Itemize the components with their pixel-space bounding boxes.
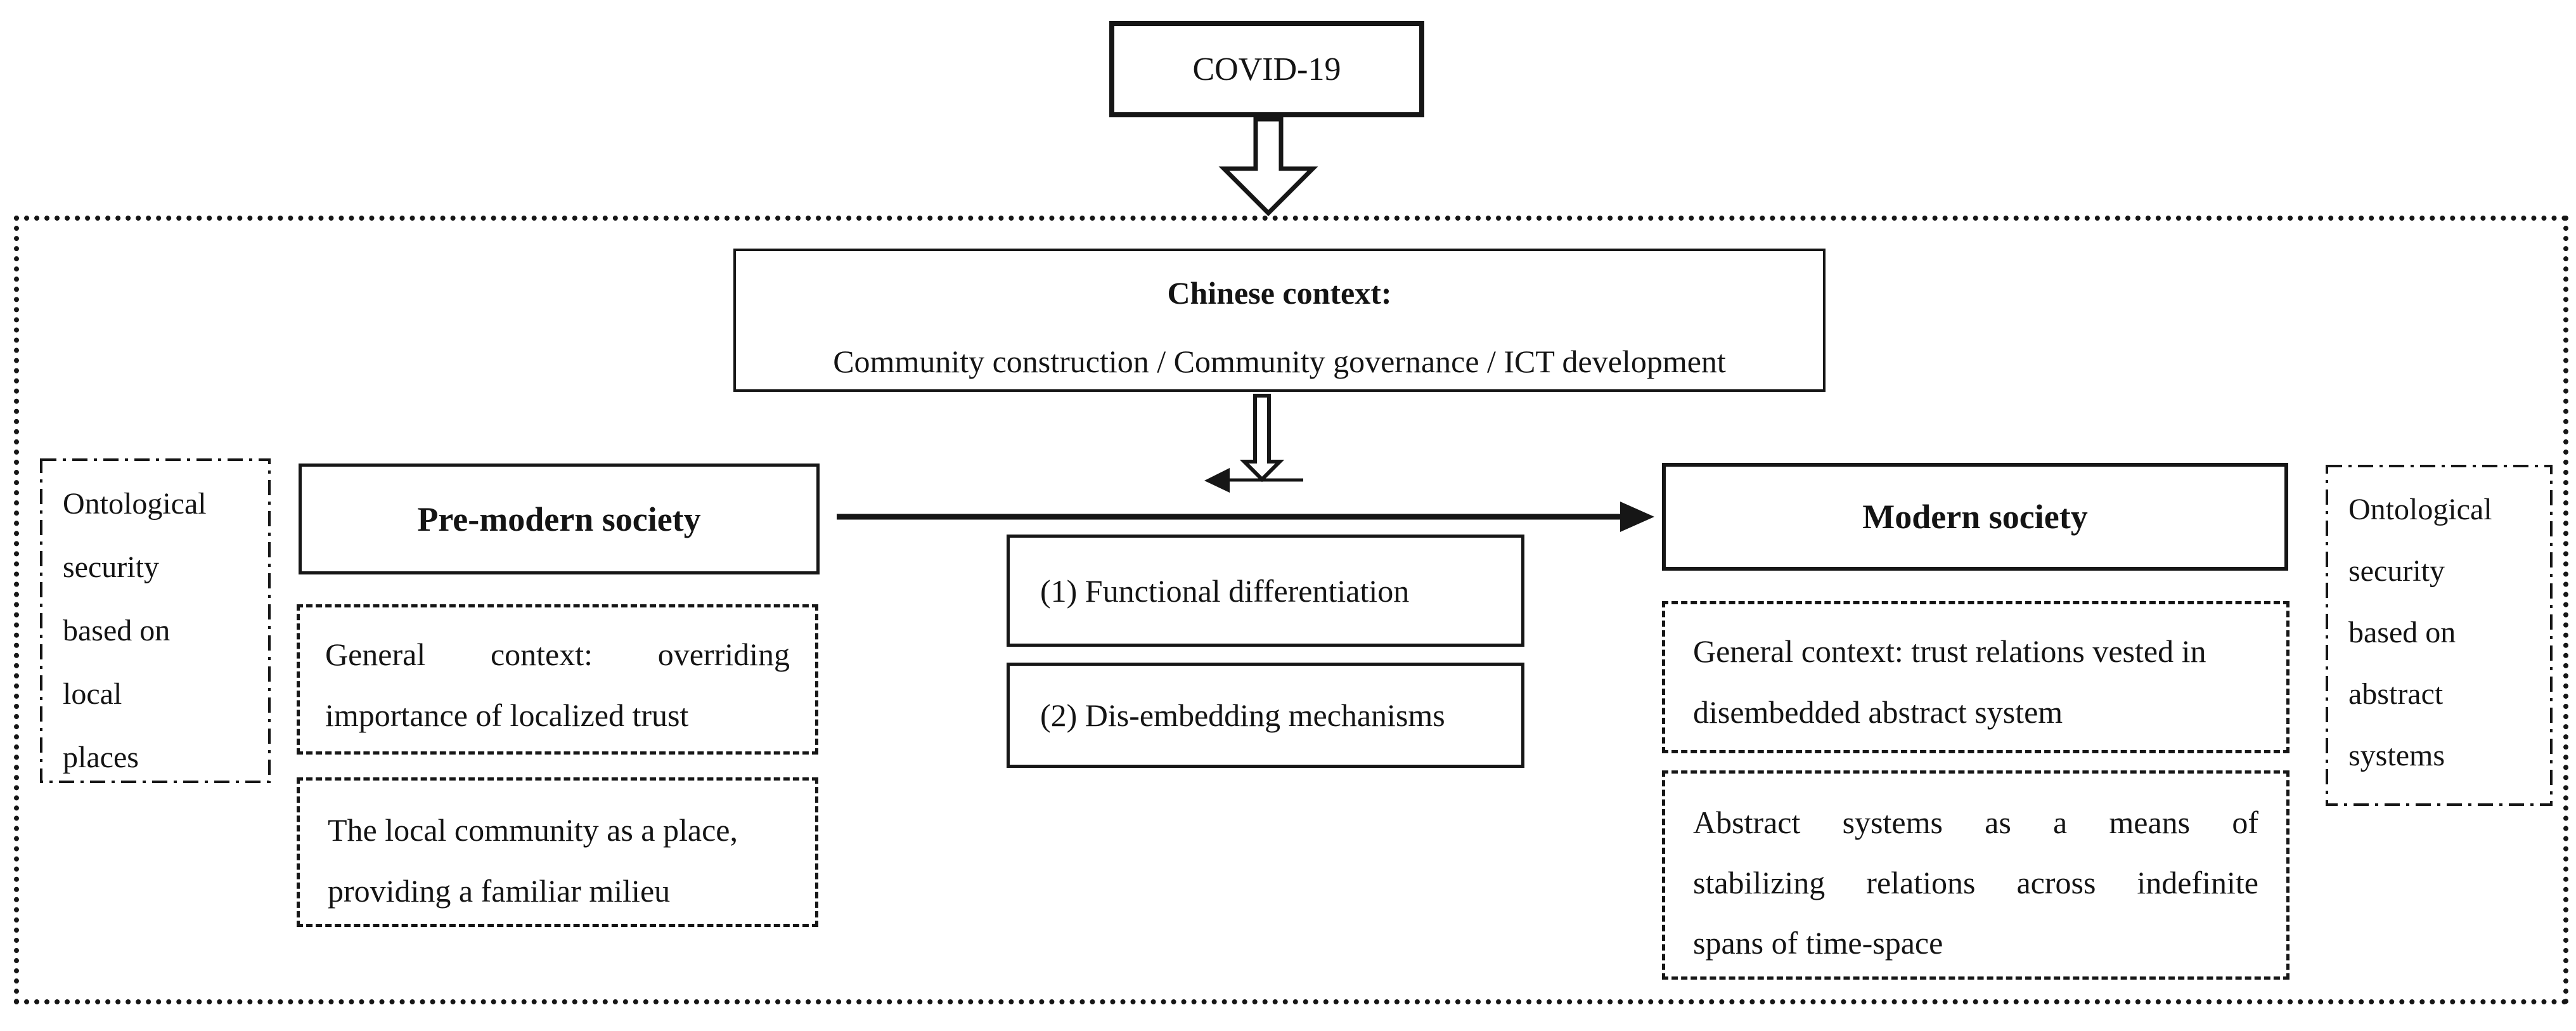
mechanism-label: (1) Functional differentiation (1040, 573, 1410, 609)
covid-down-arrow-icon (1218, 117, 1318, 216)
chinese-context-items: Community construction / Community gover… (833, 344, 1726, 379)
mechanism-label: (2) Dis-embedding mechanisms (1040, 697, 1445, 733)
note-line: security (2348, 554, 2445, 588)
note-line: systems (2348, 739, 2445, 772)
note-line: based on (2348, 616, 2456, 649)
covid-box: COVID-19 (1109, 21, 1424, 117)
dis-embedding-mechanisms-box: (2) Dis-embedding mechanisms (1007, 663, 1524, 768)
note-line: local (63, 677, 122, 711)
dash-dot-border (2326, 465, 2553, 806)
covid-label: COVID-19 (1192, 51, 1341, 88)
note-line: Ontological (2348, 493, 2492, 526)
text-line: General context: overriding (325, 637, 790, 672)
premodern-society-title: Pre-modern society (417, 500, 701, 538)
text-line: Abstract systems as a means of (1693, 805, 2258, 840)
note-line: Ontological (63, 487, 207, 521)
functional-differentiation-box: (1) Functional differentiation (1007, 535, 1524, 647)
note-line: places (63, 741, 139, 774)
modern-society-title: Modern society (1862, 498, 2088, 536)
premodern-general-context-box: General context: overriding importance o… (297, 604, 818, 755)
chinese-context-box: Chinese context: Community construction … (733, 249, 1826, 392)
dash-dot-border (40, 458, 271, 783)
modern-society-box: Modern society (1662, 463, 2288, 571)
right-note-lines: Ontological security based on abstract s… (2348, 479, 2546, 786)
premodern-society-box: Pre-modern society (299, 464, 820, 574)
note-line: based on (63, 614, 171, 647)
text-line: importance of localized trust (325, 697, 689, 733)
modern-general-context-box: General context: trust relations vested … (1662, 601, 2289, 753)
left-ontological-note: Ontological security based on local plac… (40, 458, 271, 783)
outer-dotted-frame (14, 216, 2568, 1004)
right-ontological-note: Ontological security based on abstract s… (2326, 465, 2553, 806)
abstract-systems-box: Abstract systems as a means of stabilizi… (1662, 770, 2289, 980)
note-line: security (63, 550, 159, 584)
text-line: providing a familiar milieu (328, 873, 671, 909)
chinese-context-title: Chinese context: (1167, 275, 1392, 311)
text-line: The local community as a place, (328, 812, 738, 848)
text-line: stabilizing relations across indefinite (1693, 865, 2258, 900)
text-line: General context: trust relations vested … (1693, 633, 2206, 669)
text-line: disembedded abstract system (1693, 694, 2063, 730)
text-line: spans of time-space (1693, 925, 1943, 961)
left-note-lines: Ontological security based on local plac… (63, 472, 264, 789)
note-line: abstract (2348, 677, 2444, 711)
local-community-box: The local community as a place, providin… (297, 777, 818, 927)
